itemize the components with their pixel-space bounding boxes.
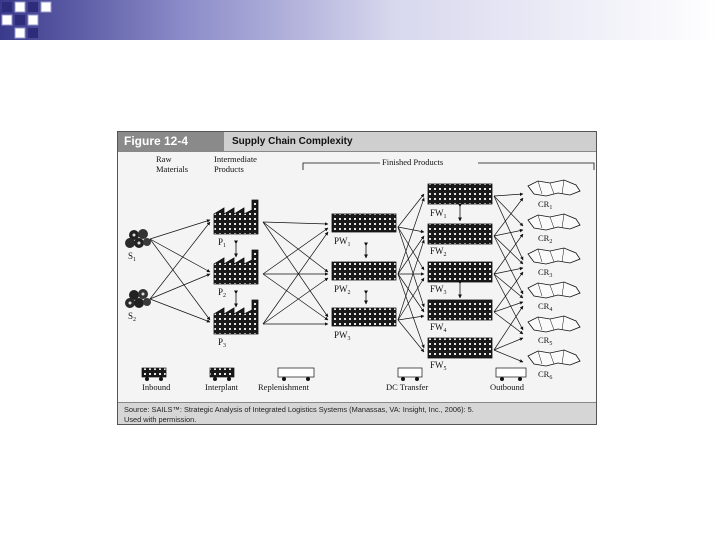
- plant-p1: P1: [213, 199, 259, 249]
- svg-text:CR1: CR1: [538, 199, 552, 211]
- header-intermediate-line1: Intermediate: [214, 154, 257, 164]
- supplier-s1: S1: [125, 229, 151, 263]
- legend-replenishment: Replenishment: [258, 367, 315, 392]
- region-map-icon: [527, 315, 581, 333]
- warehouse-icon: [427, 223, 493, 245]
- warehouse-icon: [427, 337, 493, 359]
- warehouse-icon: [427, 183, 493, 205]
- factory-icon: [213, 199, 259, 235]
- svg-text:CR5: CR5: [538, 335, 552, 347]
- legend-outbound: Outbound: [490, 367, 527, 392]
- header-finished: Finished Products: [382, 157, 443, 167]
- region-map-icon: [527, 179, 581, 197]
- raw-materials-icon: [125, 229, 151, 248]
- figure-label: Figure 12-4: [118, 132, 224, 151]
- van-icon: [495, 367, 527, 378]
- plant-p3: P3: [213, 299, 259, 349]
- svg-text:DC Transfer: DC Transfer: [386, 382, 428, 392]
- warehouse-fw2: FW2: [427, 223, 493, 258]
- source-line-1: Source: SAILS™: Strategic Analysis of In…: [124, 405, 474, 414]
- svg-text:P3: P3: [218, 337, 226, 349]
- truck-icon: [277, 367, 315, 378]
- customer-region-cr5: CR5: [527, 315, 581, 347]
- figure-header: Figure 12-4 Supply Chain Complexity: [118, 132, 596, 152]
- truck-icon: [209, 367, 235, 378]
- figure-panel: Figure 12-4 Supply Chain Complexity Raw …: [117, 131, 597, 425]
- svg-text:S1: S1: [128, 251, 136, 263]
- figure-source-note: Source: SAILS™: Strategic Analysis of In…: [118, 402, 596, 424]
- supply-chain-diagram: Raw Materials Intermediate Products Fini…: [125, 154, 595, 392]
- warehouse-icon: [331, 307, 397, 327]
- customer-region-cr4: CR4: [527, 281, 581, 313]
- warehouse-icon: [427, 261, 493, 283]
- svg-text:CR3: CR3: [538, 267, 552, 279]
- customer-region-cr2: CR2: [527, 213, 581, 245]
- svg-text:PW1: PW1: [334, 236, 351, 248]
- svg-text:FW4: FW4: [430, 322, 447, 334]
- legend-interplant: Interplant: [205, 367, 239, 392]
- customer-region-cr6: CR6: [527, 349, 581, 381]
- plant-p2: P2: [213, 249, 259, 299]
- legend: Inbound Interplant Replenishment DC Tran…: [141, 367, 527, 392]
- truck-icon: [141, 367, 167, 378]
- region-map-icon: [527, 213, 581, 231]
- svg-text:CR6: CR6: [538, 369, 552, 381]
- svg-text:CR4: CR4: [538, 301, 552, 313]
- warehouse-pw1: PW1: [331, 213, 397, 248]
- svg-text:P1: P1: [218, 237, 226, 249]
- warehouse-icon: [427, 299, 493, 321]
- source-line-2: Used with permission.: [124, 414, 197, 424]
- truck-icon: [397, 367, 423, 378]
- svg-text:Interplant: Interplant: [205, 382, 239, 392]
- warehouse-fw5: FW5: [427, 337, 493, 372]
- svg-text:S2: S2: [128, 311, 136, 323]
- warehouse-pw3: PW3: [331, 307, 397, 342]
- title-gradient-bar: [0, 0, 720, 40]
- warehouse-pw2: PW2: [331, 261, 397, 296]
- customer-region-cr1: CR1: [527, 179, 581, 211]
- svg-text:Inbound: Inbound: [142, 382, 171, 392]
- factory-icon: [213, 249, 259, 285]
- region-map-icon: [527, 281, 581, 299]
- legend-dc-transfer: DC Transfer: [386, 367, 428, 392]
- svg-text:FW3: FW3: [430, 284, 447, 296]
- customer-region-cr3: CR3: [527, 247, 581, 279]
- svg-text:PW2: PW2: [334, 284, 351, 296]
- warehouse-icon: [331, 213, 397, 233]
- factory-icon: [213, 299, 259, 335]
- svg-text:FW5: FW5: [430, 360, 447, 372]
- svg-text:FW2: FW2: [430, 246, 447, 258]
- figure-title: Supply Chain Complexity: [232, 136, 353, 147]
- supplier-s2: S2: [125, 289, 151, 323]
- header-intermediate-line2: Products: [214, 164, 244, 174]
- region-map-icon: [527, 247, 581, 265]
- svg-text:FW1: FW1: [430, 208, 447, 220]
- svg-text:Outbound: Outbound: [490, 382, 525, 392]
- warehouse-icon: [331, 261, 397, 281]
- svg-text:P2: P2: [218, 287, 226, 299]
- header-raw-line1: Raw: [156, 154, 172, 164]
- raw-materials-icon: [125, 289, 151, 308]
- svg-text:CR2: CR2: [538, 233, 552, 245]
- legend-inbound: Inbound: [141, 367, 171, 392]
- svg-text:Replenishment: Replenishment: [258, 382, 310, 392]
- svg-text:PW3: PW3: [334, 330, 351, 342]
- flow-lines: [149, 192, 524, 363]
- region-map-icon: [527, 349, 581, 367]
- warehouse-fw4: FW4: [427, 299, 493, 334]
- header-raw-line2: Materials: [156, 164, 188, 174]
